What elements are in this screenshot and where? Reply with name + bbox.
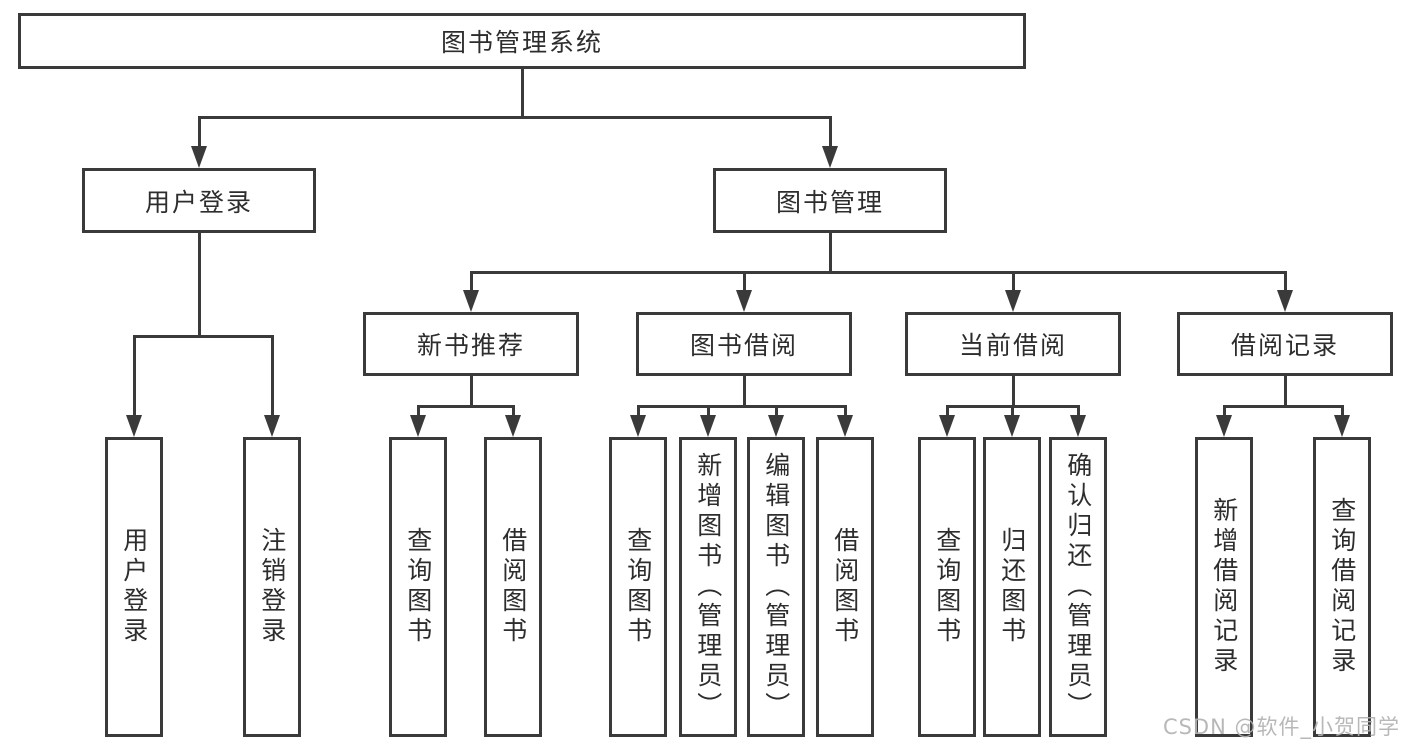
node-borrow-records-label: 借阅记录 [1230, 331, 1339, 360]
connector-line [132, 336, 136, 429]
arrowhead-down-icon [939, 415, 955, 437]
connector-line [742, 272, 746, 304]
arrowhead-down-icon [837, 415, 853, 437]
connector-line [416, 404, 515, 408]
leaf-query-books-borrow-label: 查询图书 [623, 527, 653, 647]
connector-line [270, 336, 274, 429]
node-book-borrow-label: 图书借阅 [689, 331, 798, 360]
node-book-borrow: 图书借阅 [636, 312, 852, 376]
leaf-borrow-books-borrow-label: 借阅图书 [830, 527, 860, 647]
leaf-borrow-books-recommend-label: 借阅图书 [498, 527, 528, 647]
leaf-query-books-recommend: 查询图书 [389, 437, 447, 737]
connector-line [1222, 404, 1344, 408]
node-new-book-recommend-label: 新书推荐 [416, 331, 525, 360]
node-root: 图书管理系统 [18, 13, 1026, 69]
node-book-management: 图书管理 [713, 168, 947, 233]
connector-line [520, 68, 524, 117]
leaf-add-book-admin: 新增图书（管理员） [679, 437, 737, 737]
arrowhead-down-icon [126, 415, 142, 437]
connector-line [1011, 376, 1015, 406]
arrowhead-down-icon [768, 415, 784, 437]
connector-line [469, 272, 473, 304]
arrowhead-down-icon [822, 146, 838, 168]
connector-line [828, 117, 832, 160]
node-borrow-records: 借阅记录 [1177, 312, 1393, 376]
leaf-query-borrow-record: 查询借阅记录 [1313, 437, 1371, 737]
arrowhead-down-icon [1216, 415, 1232, 437]
arrowhead-down-icon [505, 415, 521, 437]
leaf-query-books-borrow: 查询图书 [609, 437, 667, 737]
connector-line [828, 233, 832, 272]
watermark: CSDN @软件_小贺同学 [1162, 715, 1400, 739]
connector-line [469, 376, 473, 406]
connector-line [1283, 376, 1287, 406]
connector-line [742, 376, 746, 406]
connector-line [636, 404, 847, 408]
leaf-logout: 注销登录 [243, 437, 301, 737]
leaf-borrow-books-borrow: 借阅图书 [816, 437, 874, 737]
node-current-borrow-label: 当前借阅 [958, 331, 1067, 360]
leaf-query-books-current-label: 查询图书 [932, 527, 962, 647]
arrowhead-down-icon [410, 415, 426, 437]
leaf-edit-book-admin: 编辑图书（管理员） [747, 437, 805, 737]
node-user-login-branch: 用户登录 [82, 168, 316, 233]
arrowhead-down-icon [463, 290, 479, 312]
node-root-label: 图书管理系统 [440, 28, 603, 57]
node-book-management-label: 图书管理 [775, 187, 884, 217]
leaf-query-books-recommend-label: 查询图书 [403, 527, 433, 647]
arrowhead-down-icon [630, 415, 646, 437]
arrowhead-down-icon [1004, 415, 1020, 437]
leaf-return-book: 归还图书 [983, 437, 1041, 737]
leaf-query-books-current: 查询图书 [918, 437, 976, 737]
connector-line [197, 117, 201, 160]
arrowhead-down-icon [700, 415, 716, 437]
connector-line [1011, 272, 1015, 304]
leaf-borrow-books-recommend: 借阅图书 [484, 437, 542, 737]
leaf-edit-book-admin-label: 编辑图书（管理员） [761, 452, 791, 722]
connector-line [197, 233, 201, 336]
node-current-borrow: 当前借阅 [905, 312, 1121, 376]
leaf-confirm-return-admin: 确认归还（管理员） [1049, 437, 1107, 737]
leaf-user-login: 用户登录 [105, 437, 163, 737]
leaf-add-book-admin-label: 新增图书（管理员） [693, 452, 723, 722]
leaf-return-book-label: 归还图书 [997, 527, 1027, 647]
arrowhead-down-icon [1334, 415, 1350, 437]
arrowhead-down-icon [264, 415, 280, 437]
arrowhead-down-icon [736, 290, 752, 312]
node-user-login-branch-label: 用户登录 [144, 187, 253, 217]
connector-line [1283, 272, 1287, 304]
leaf-query-borrow-record-label: 查询借阅记录 [1327, 497, 1357, 677]
connector-line [469, 270, 1287, 274]
arrowhead-down-icon [1005, 290, 1021, 312]
arrowhead-down-icon [191, 146, 207, 168]
connector-line [132, 334, 274, 338]
arrowhead-down-icon [1070, 415, 1086, 437]
leaf-add-borrow-record: 新增借阅记录 [1195, 437, 1253, 737]
node-new-book-recommend: 新书推荐 [363, 312, 579, 376]
leaf-user-login-label: 用户登录 [119, 527, 149, 647]
leaf-add-borrow-record-label: 新增借阅记录 [1209, 497, 1239, 677]
connector-line [197, 115, 832, 119]
arrowhead-down-icon [1277, 290, 1293, 312]
leaf-confirm-return-admin-label: 确认归还（管理员） [1063, 452, 1093, 722]
leaf-logout-label: 注销登录 [257, 527, 287, 647]
